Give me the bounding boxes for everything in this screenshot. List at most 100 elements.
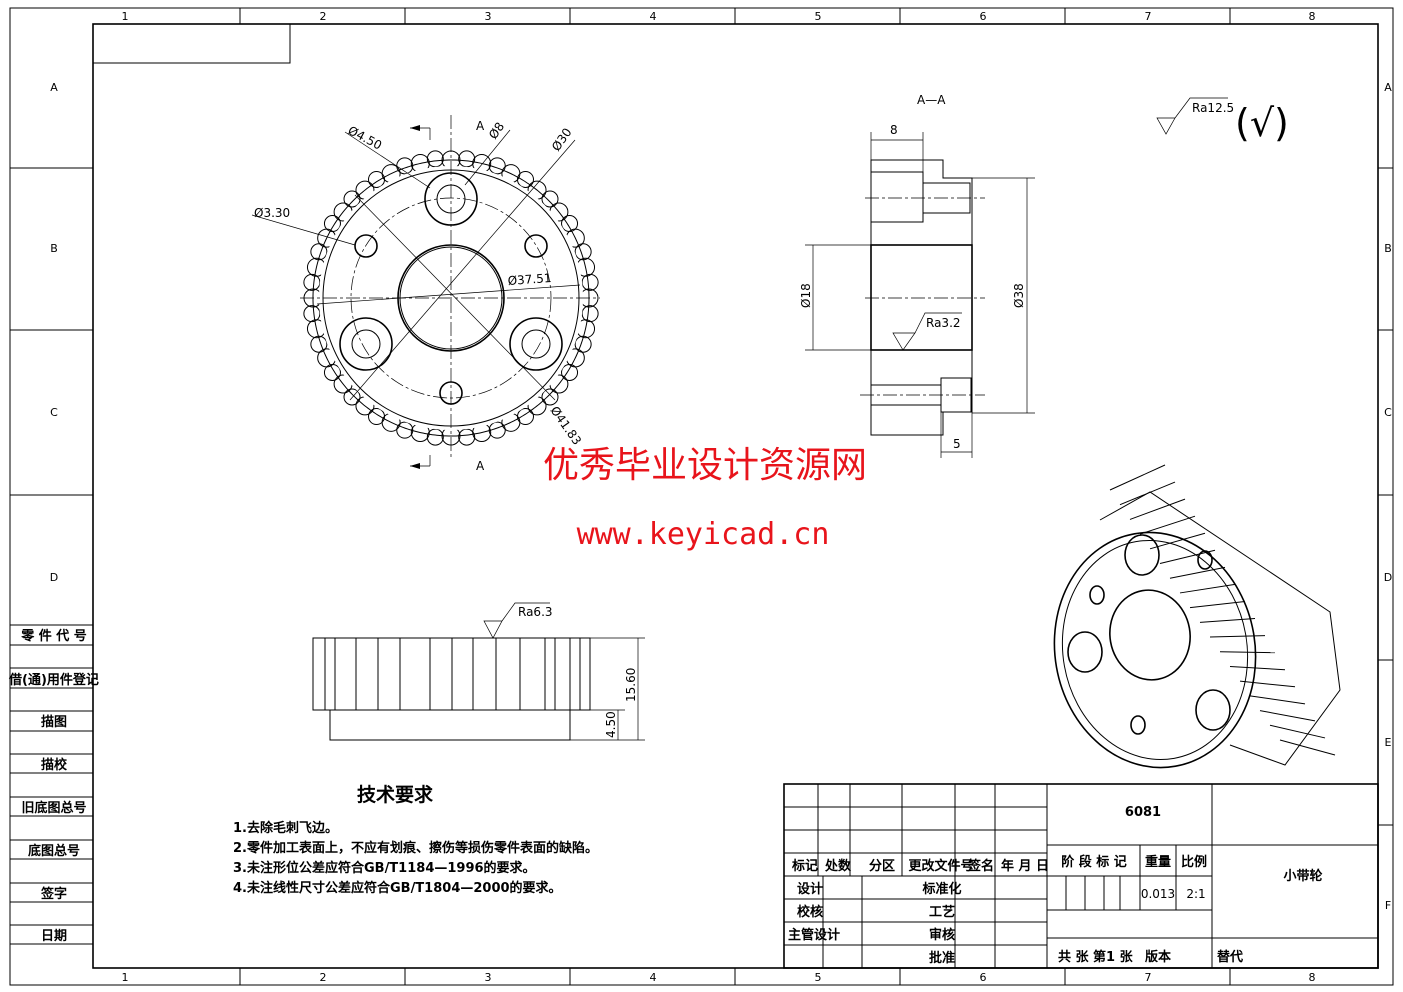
tech-req-item: 2.零件加工表面上，不应有划痕、擦伤等损伤零件表面的缺陷。 <box>233 840 598 856</box>
iso-rib <box>1199 618 1256 623</box>
tb-header: 年 月 日 <box>1001 858 1049 874</box>
zone-col: 3 <box>485 971 492 984</box>
watermark-title: 优秀毕业设计资源网 <box>543 445 867 486</box>
replace-label: 替代 <box>1217 949 1243 965</box>
side-label: 旧底图总号 <box>21 800 86 816</box>
zone-labels-top: 1 2 3 4 5 6 7 8 <box>122 10 1316 23</box>
tb-header: 标记 <box>791 858 818 874</box>
dim-label: Ø37.51 <box>507 271 552 288</box>
tooth-groove <box>323 363 341 381</box>
zone-row: A <box>1384 81 1392 94</box>
zone-col: 1 <box>122 10 129 23</box>
tooth-groove <box>323 215 341 233</box>
dim-label: 8 <box>890 123 898 137</box>
zone-row: F <box>1385 899 1391 912</box>
roughness-paren: (√) <box>1235 101 1289 145</box>
side-label: 底图总号 <box>28 843 80 859</box>
iso-rib <box>1279 739 1336 756</box>
zone-row: B <box>50 242 58 255</box>
zone-row: B <box>1384 242 1392 255</box>
zone-row: E <box>1385 736 1392 749</box>
tooth-groove <box>561 215 579 233</box>
tooth-groove <box>541 388 559 406</box>
drawing-number: 6081 <box>1125 805 1161 820</box>
dim-label: Ø8 <box>486 120 507 142</box>
isometric-view <box>1053 464 1341 769</box>
iso-rib <box>1249 695 1306 705</box>
tb-header: 更改文件号 <box>908 858 973 874</box>
tooth-groove <box>488 157 506 175</box>
tooth-groove <box>343 190 361 208</box>
tooth-groove <box>458 428 476 446</box>
zone-row: D <box>50 571 58 584</box>
zone-labels-right: A B C D E F <box>1384 81 1392 912</box>
tech-req-item: 4.未注线性尺寸公差应符合GB/T1804—2000的要求。 <box>233 880 562 896</box>
tooth-groove <box>516 170 534 188</box>
section-mark: A <box>476 459 485 473</box>
iso-rib <box>1149 532 1206 550</box>
iso-rib <box>1229 665 1286 671</box>
stage-label: 阶 段 标 记 <box>1061 854 1127 870</box>
tb-header: 分区 <box>869 858 895 874</box>
zone-col: 8 <box>1309 971 1316 984</box>
zone-col: 5 <box>815 10 822 23</box>
roughness-label: Ra3.2 <box>926 316 961 330</box>
iso-rib <box>1129 498 1186 520</box>
iso-ribs <box>1109 464 1336 756</box>
watermark-url: www.keyicad.cn <box>577 517 830 552</box>
side-label: 描图 <box>41 714 67 730</box>
dim-label: Ø18 <box>799 283 813 308</box>
iso-rib <box>1239 680 1296 688</box>
zone-row: C <box>50 406 58 419</box>
dim-label: Ø3.30 <box>254 206 290 220</box>
top-left-box <box>92 23 291 64</box>
zone-col: 1 <box>122 971 129 984</box>
tb-role: 工艺 <box>929 904 955 920</box>
zone-col: 7 <box>1145 971 1152 984</box>
zone-col: 2 <box>320 10 327 23</box>
tooth-groove <box>581 273 599 291</box>
side-label: 借(通)用件登记 <box>8 672 99 688</box>
tb-role: 校核 <box>797 904 823 920</box>
version-label: 版本 <box>1145 949 1171 965</box>
tb-role: 标准化 <box>921 881 961 897</box>
tb-role: 批准 <box>929 950 955 966</box>
tooth-groove <box>516 408 534 426</box>
tb-role: 设计 <box>797 881 823 897</box>
zone-labels-left: A B C D <box>50 81 58 584</box>
iso-rib <box>1169 566 1226 579</box>
dim-label: 4.50 <box>604 711 618 738</box>
general-roughness: Ra12.5 (√) <box>1156 97 1289 145</box>
section-mark: A <box>476 119 485 133</box>
dim-label: Ø30 <box>549 125 575 153</box>
zone-col: 4 <box>650 971 657 984</box>
title-block: 标记 处数 分区 更改文件号 签名 年 月 日 设计 校核 主管设计 标准化 工… <box>783 783 1379 969</box>
tooth-groove <box>303 305 321 323</box>
weight-label: 重量 <box>1145 854 1171 870</box>
tb-role: 审核 <box>929 927 955 943</box>
outer-border <box>9 7 1394 986</box>
zone-row: C <box>1384 406 1392 419</box>
zone-col: 6 <box>980 971 987 984</box>
section-view: A—A 8 Ø18 Ø38 5 Ra3.2 <box>799 93 1035 458</box>
zone-col: 2 <box>320 971 327 984</box>
tooth-groove <box>574 335 592 353</box>
iso-rib <box>1259 710 1316 722</box>
sheet-count: 共 张 第1 张 <box>1058 949 1134 965</box>
tooth-groove <box>368 408 386 426</box>
tooth-groove <box>310 243 328 261</box>
side-view: 15.60 4.50 Ra6.3 <box>312 602 645 741</box>
tooth-groove <box>343 388 361 406</box>
tooth-groove <box>426 428 444 446</box>
tech-req-title: 技术要求 <box>357 783 434 806</box>
part-name: 小带轮 <box>1283 868 1322 884</box>
tb-role: 主管设计 <box>788 927 840 943</box>
zone-row: D <box>1384 571 1392 584</box>
side-table: 零 件 代 号 借(通)用件登记 描图 描校 旧底图总号 底图总号 签字 日期 <box>8 624 99 945</box>
side-label: 描校 <box>41 757 68 773</box>
side-label: 日期 <box>41 929 67 944</box>
iso-rib <box>1179 583 1236 594</box>
tooth-groove <box>561 363 579 381</box>
dim-label: 15.60 <box>624 668 638 702</box>
